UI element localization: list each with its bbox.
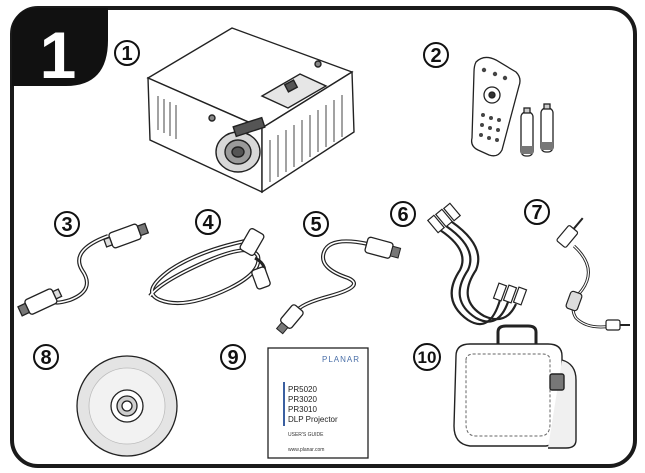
item-number: 4 xyxy=(202,212,214,234)
power-cord-icon xyxy=(148,228,271,306)
item-number: 3 xyxy=(61,214,72,236)
carrying-case-icon xyxy=(453,324,577,449)
step-badge: 1 xyxy=(12,8,108,92)
item-cd-rom: 8 xyxy=(33,344,178,457)
item-number: 7 xyxy=(531,202,542,224)
remote-control-with-batteries-icon xyxy=(470,56,554,157)
item-number: 6 xyxy=(397,204,408,226)
user-guide-model-3: PR3010 xyxy=(288,405,317,414)
item-usb-cable: 5 xyxy=(275,211,402,335)
user-guide-model-1: PR5020 xyxy=(288,385,317,394)
item-user-guide: 9 PLANAR PR5020 PR3020 PR3010 DLP Projec… xyxy=(220,344,369,459)
vga-cable-icon xyxy=(17,222,150,317)
cd-rom-icon xyxy=(76,355,178,457)
user-guide-brand: PLANAR xyxy=(322,355,360,364)
step-number: 1 xyxy=(40,18,77,92)
item-projector: 1 xyxy=(114,27,355,194)
item-audio-cable: 7 xyxy=(524,199,630,331)
user-guide-url: www.planar.com xyxy=(288,447,324,453)
user-guide-title: USER'S GUIDE xyxy=(288,432,324,438)
item-rca-cable: 6 xyxy=(390,201,528,326)
user-guide-icon: PLANAR PR5020 PR3020 PR3010 DLP Projecto… xyxy=(267,347,369,459)
item-carrying-case: 10 xyxy=(413,324,577,449)
user-guide-model-2: PR3020 xyxy=(288,395,317,404)
item-number: 8 xyxy=(40,347,51,369)
user-guide-model-4: DLP Projector xyxy=(288,415,338,424)
audio-cable-icon xyxy=(556,217,630,331)
projector-icon xyxy=(146,27,355,194)
item-remote-control: 2 xyxy=(423,42,554,157)
item-number: 2 xyxy=(430,45,441,67)
item-number: 5 xyxy=(310,214,321,236)
item-number: 10 xyxy=(418,348,437,367)
usb-cable-icon xyxy=(275,236,402,335)
item-number: 9 xyxy=(227,347,238,369)
item-vga-cable: 3 xyxy=(17,211,150,317)
rca-av-cable-icon xyxy=(426,202,528,326)
item-number: 1 xyxy=(121,43,132,65)
item-power-cord: 4 xyxy=(148,209,271,306)
